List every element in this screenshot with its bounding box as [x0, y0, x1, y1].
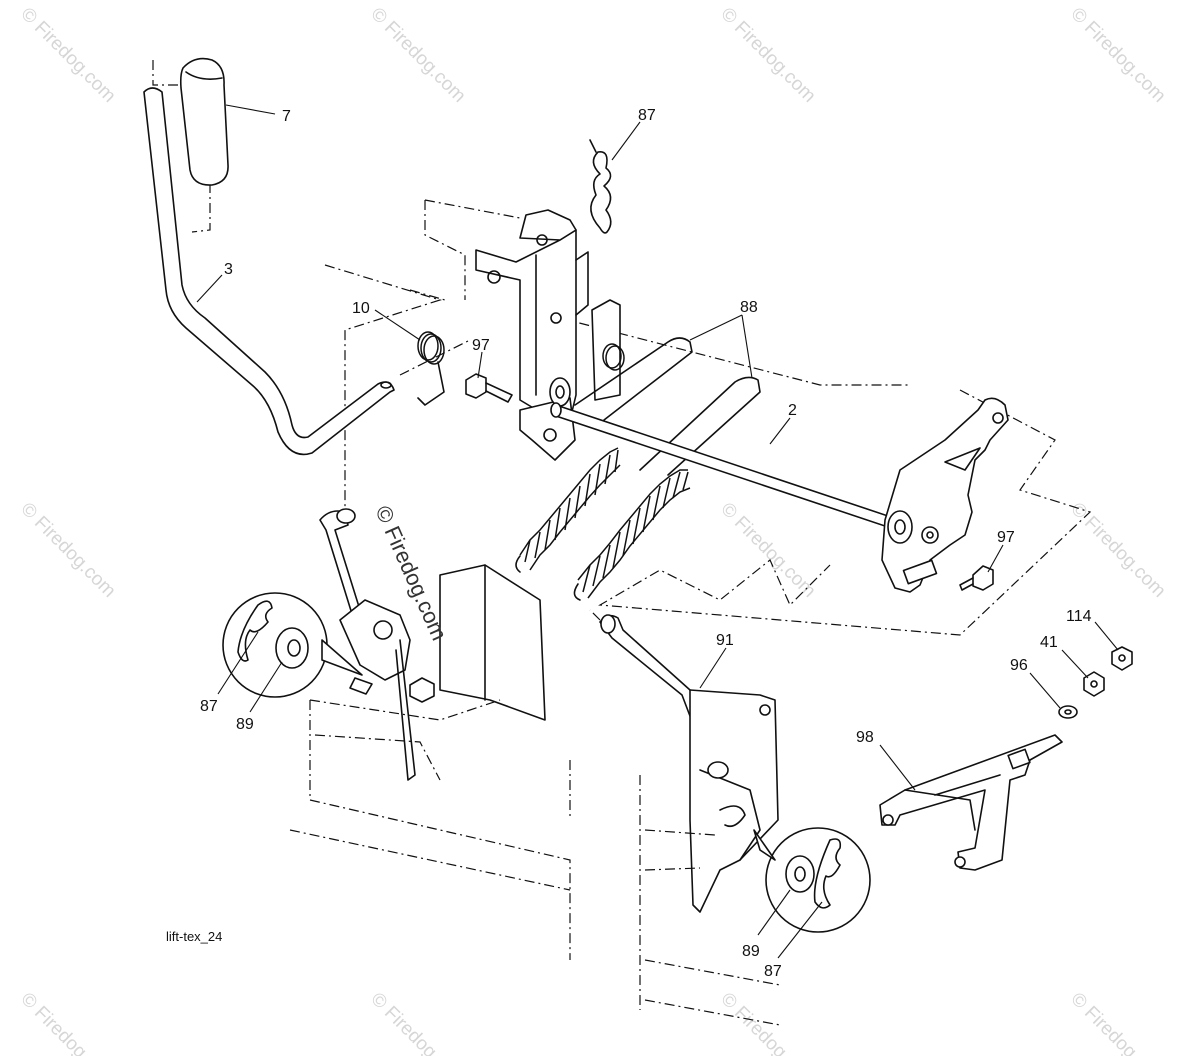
torsion-spring-small [417, 331, 445, 406]
watermark: © Firedog.com [16, 4, 119, 107]
callout-91: 91 [716, 632, 734, 649]
watermark: © Firedog.com [716, 499, 819, 602]
callout-87-top: 87 [638, 107, 656, 124]
watermark: © Firedog.com [1066, 499, 1169, 602]
lower-right-frame [639, 775, 781, 1026]
callout-88: 88 [740, 299, 758, 316]
right-lower-bracket [689, 689, 779, 913]
callout-98: 98 [856, 729, 874, 746]
detail-circle-left [222, 592, 363, 698]
callout-97-upper: 97 [472, 337, 490, 354]
extension-spring-left [515, 447, 621, 573]
detail-circle-right [753, 827, 871, 933]
center-bracket [475, 209, 625, 461]
callout-7: 7 [282, 108, 291, 125]
callout-114: 114 [1066, 608, 1092, 625]
callout-3: 3 [224, 261, 233, 278]
callout-96: 96 [1010, 657, 1028, 674]
bracket-98 [879, 734, 1063, 871]
right-lift-arm [881, 397, 1009, 593]
callout-10: 10 [352, 300, 370, 317]
hairpin-clip-top [589, 139, 612, 234]
nut-41 [1083, 671, 1105, 697]
watermark: © Firedog.com [1066, 989, 1169, 1056]
callout-89-right: 89 [742, 943, 760, 960]
watermark: © Firedog.com [16, 499, 119, 602]
diagram-id-label: lift-tex_24 [166, 929, 222, 944]
callout-41: 41 [1040, 634, 1058, 651]
watermark: © Firedog.com [1066, 4, 1169, 107]
callout-97-right: 97 [997, 529, 1015, 546]
link-wires [574, 337, 761, 476]
callout-labels: 7 3 10 97 87 88 2 97 114 41 96 98 91 87 … [200, 107, 1092, 980]
lower-left-frame [289, 699, 571, 960]
watermark: © Firedog.com [16, 989, 119, 1056]
callout-2: 2 [788, 402, 797, 419]
bolt-upper [465, 373, 513, 403]
bolt-right [959, 565, 994, 591]
watermark: © Firedog.com [366, 4, 469, 107]
left-link-assembly [319, 508, 546, 781]
callout-87-right: 87 [764, 963, 782, 980]
callout-89-left: 89 [236, 716, 254, 733]
leader-lines [196, 104, 1119, 959]
callout-87-left: 87 [200, 698, 218, 715]
watermark: © Firedog.com [366, 989, 469, 1056]
nut-114 [1111, 646, 1133, 671]
lever-grip [179, 57, 229, 186]
extension-spring-right [573, 469, 691, 601]
watermark: © Firedog.com [716, 4, 819, 107]
washer-96 [1058, 705, 1078, 719]
lift-lever [143, 87, 395, 456]
